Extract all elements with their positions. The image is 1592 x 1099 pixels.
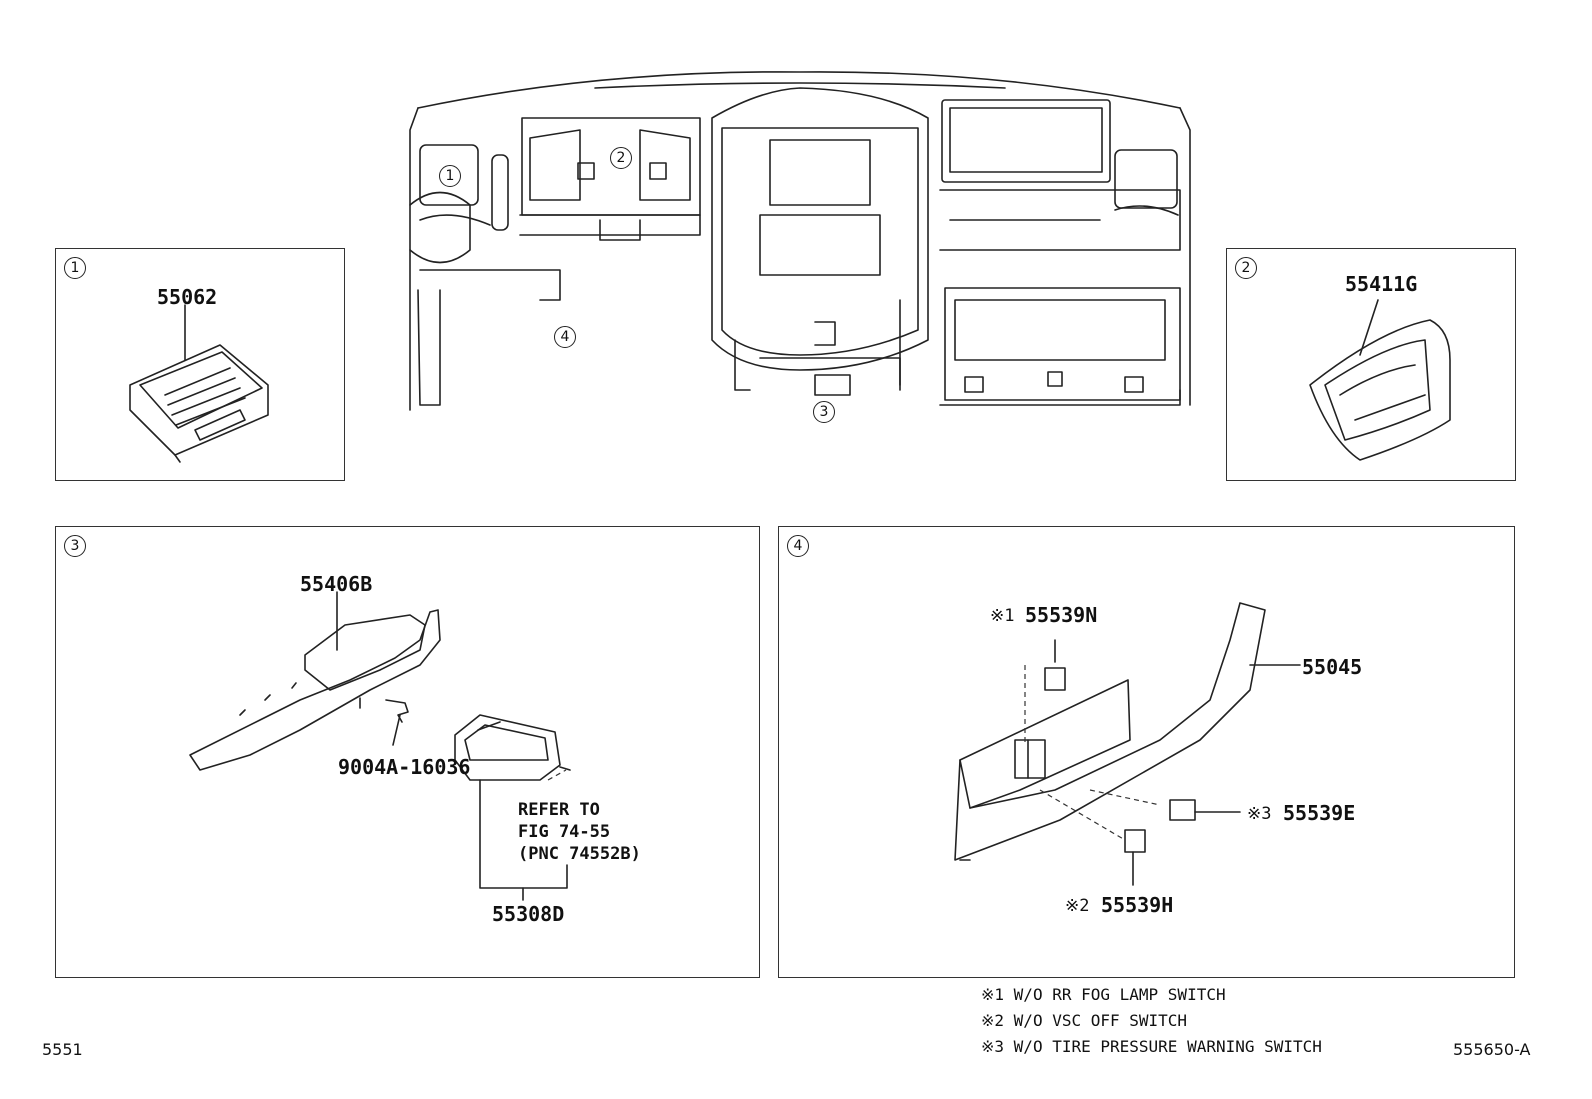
part-55411g-label[interactable]: 55411G (1345, 272, 1418, 296)
panel-2-tag: 2 (1235, 257, 1257, 279)
lower-panel-3-drawing (189, 591, 571, 901)
part-55045-label[interactable]: 55045 (1302, 655, 1363, 679)
part-55539n-label[interactable]: 55539N (1025, 603, 1098, 627)
note-1: ※1 W/O RR FOG LAMP SWITCH (981, 985, 1226, 1004)
refer-line-3: (PNC 74552B) (518, 844, 641, 864)
callout-1[interactable]: 1 (439, 165, 461, 187)
callout-3[interactable]: 3 (813, 401, 835, 423)
detail-panel-1: 1 (55, 248, 345, 481)
refer-line-2: FIG 74-55 (518, 822, 611, 842)
panel-3-tag: 3 (64, 535, 86, 557)
part-55406b-label[interactable]: 55406B (300, 572, 373, 596)
mark-1: ※1 (990, 606, 1015, 626)
note-2: ※2 W/O VSC OFF SWITCH (981, 1011, 1188, 1030)
page-number-left: 5551 (42, 1040, 83, 1059)
callout-4[interactable]: 4 (554, 326, 576, 348)
detail-panel-3: 3 (55, 526, 760, 978)
refer-line-1: REFER TO (518, 800, 600, 820)
figure-code: 555650-A (1453, 1040, 1531, 1059)
detail-panel-2: 2 (1226, 248, 1516, 481)
panel-4-tag: 4 (787, 535, 809, 557)
note-3: ※3 W/O TIRE PRESSURE WARNING SWITCH (981, 1037, 1322, 1056)
part-55539e-label[interactable]: 55539E (1283, 801, 1356, 825)
instrument-panel-drawing (409, 71, 1191, 411)
detail-panel-4: 4 (778, 526, 1515, 978)
part-55308d-label[interactable]: 55308D (492, 902, 565, 926)
callout-2[interactable]: 2 (610, 147, 632, 169)
panel-1-tag: 1 (64, 257, 86, 279)
part-55062-label[interactable]: 55062 (157, 285, 218, 309)
mark-2: ※2 (1065, 896, 1090, 916)
air-register-drawing (129, 304, 269, 463)
cluster-panel-drawing (1309, 299, 1451, 461)
part-55539h-label[interactable]: 55539H (1101, 893, 1174, 917)
lower-panel-4-drawing (954, 602, 1301, 886)
part-9004a-16036-label[interactable]: 9004A-16036 (338, 755, 471, 779)
mark-3: ※3 (1247, 804, 1272, 824)
